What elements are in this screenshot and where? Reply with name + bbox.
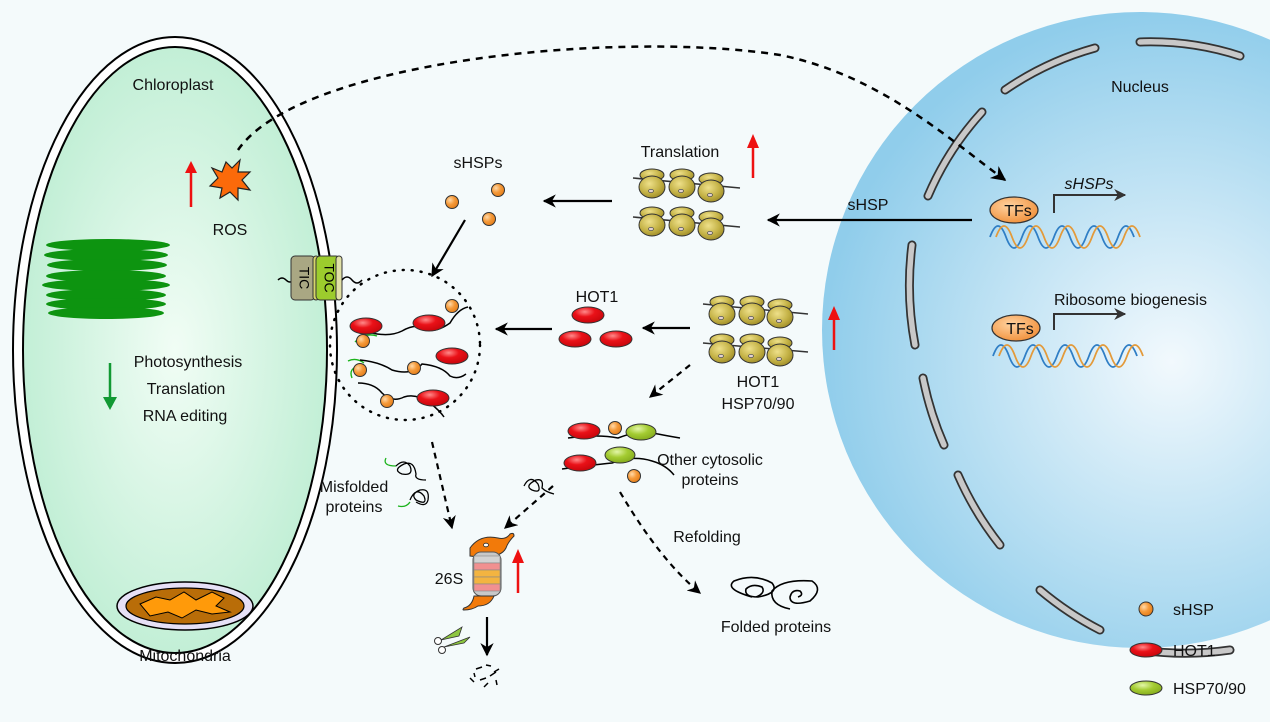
peptide-fragments-icon: [469, 664, 500, 688]
legend: sHSP HOT1 HSP70/90: [1129, 601, 1246, 698]
nucleus-label: Nucleus: [1111, 79, 1169, 96]
process-rna-editing: RNA editing: [143, 408, 228, 425]
legend-item-hsp70-90: HSP70/90: [1129, 680, 1246, 698]
proteasome-label: 26S: [435, 571, 463, 588]
tf-2-label: TFs: [1006, 321, 1034, 338]
complex-to-proteasome-arrow: [430, 441, 456, 530]
nucleus: [822, 12, 1270, 648]
legend-item-shsp: sHSP: [1138, 601, 1214, 619]
folded-protein-icon: [730, 576, 819, 610]
scissors-icon: [434, 626, 471, 654]
hot1-icon: [558, 330, 592, 348]
folded-proteins-label: Folded proteins: [721, 619, 831, 636]
tf-1-label: TFs: [1004, 203, 1032, 220]
proteasome-26s-icon: [462, 532, 515, 611]
other-cytosolic-protein-complex-icon: [561, 421, 681, 483]
ros-label: ROS: [213, 222, 248, 239]
chloroplast: [12, 36, 338, 664]
ros-burst-icon: [208, 158, 252, 202]
toc-label: TOC: [321, 263, 337, 292]
gene-2-target-label: Ribosome biogenesis: [1054, 292, 1207, 309]
hot1-hsp-to-cytosolic-arrow: [648, 364, 691, 398]
hot1-icon: [571, 306, 605, 324]
process-translation: Translation: [147, 381, 226, 398]
other-cytosolic-label-1: Other cytosolic: [657, 452, 763, 469]
dna-helix-2-icon: [992, 344, 1144, 368]
other-cytosolic-label-2: proteins: [682, 472, 739, 489]
chaperone-client-complex-icon: [347, 299, 469, 418]
misfolded-label-1: Misfolded: [320, 479, 388, 496]
ros-retrograde-signal-arrow: [236, 45, 1007, 182]
dna-helix-1-icon: [989, 225, 1141, 249]
polysome-2-icon: [632, 206, 741, 241]
legend-label-hot1: HOT1: [1173, 643, 1216, 660]
sHSPs-transcription-arrow-icon: [1053, 189, 1127, 213]
tic-label: TIC: [296, 267, 312, 290]
shsps-to-complex-arrow: [431, 219, 466, 278]
translation-label: Translation: [641, 144, 720, 161]
tic-toc-complex-icon: TIC TOC: [277, 255, 363, 301]
process-photosynthesis: Photosynthesis: [134, 354, 243, 371]
shsps-label: sHSPs: [454, 155, 503, 172]
chloroplast-label: Chloroplast: [133, 77, 214, 94]
hot1-label: HOT1: [576, 289, 619, 306]
hot1-hsp-label-1: HOT1: [737, 374, 780, 391]
polysome-3-icon: [702, 295, 809, 329]
hot1-icon: [599, 330, 633, 348]
shsp-mrna-label: sHSP: [848, 197, 889, 214]
polysome-4-icon: [702, 333, 809, 367]
shsp-icon: [445, 195, 459, 209]
thylakoid-stack-icon: [42, 239, 170, 319]
tf-1-icon: [989, 196, 1039, 224]
refolding-label: Refolding: [673, 529, 741, 546]
legend-label-shsp: sHSP: [1173, 602, 1214, 619]
misfolded-label-2: proteins: [326, 499, 383, 516]
misfolded-protein-icon: [384, 457, 555, 508]
legend-label-hsp70-90: HSP70/90: [1173, 681, 1246, 698]
chaperone-complex-region: [328, 268, 482, 422]
mitochondria-label: Mitochondria: [139, 648, 231, 665]
gene-1-target-label: sHSPs: [1065, 176, 1114, 193]
polysome-1-icon: [632, 168, 741, 203]
tf-2-icon: [991, 314, 1041, 342]
shsp-icon: [482, 212, 496, 226]
hot1-hsp-label-2: HSP70/90: [722, 396, 795, 413]
cytosolic-to-proteasome-arrow: [504, 485, 554, 529]
shsp-icon: [491, 183, 505, 197]
legend-item-hot1: HOT1: [1129, 642, 1216, 660]
ribosome-biogenesis-transcription-arrow-icon: [1053, 308, 1127, 330]
refolding-arrow: [619, 491, 702, 594]
mitochondrion-icon: [116, 581, 254, 631]
